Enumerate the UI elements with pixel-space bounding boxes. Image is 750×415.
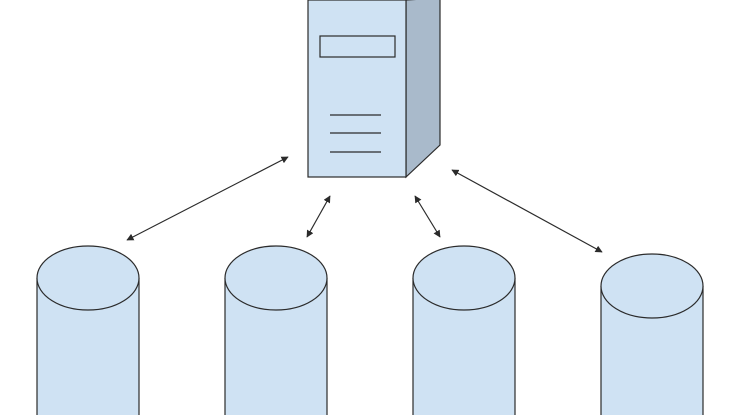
- database-icon: [36, 245, 140, 415]
- server-front-face: [307, 0, 407, 178]
- server-drive-bay: [319, 35, 396, 58]
- connection-arrow-2: [306, 195, 331, 238]
- connection-arrow-3: [414, 195, 441, 238]
- database-icon: [600, 253, 704, 415]
- server-tower-icon: [307, 0, 441, 179]
- connections: [126, 156, 603, 253]
- server-side-face: [405, 0, 441, 179]
- connection-arrow-4: [451, 169, 603, 253]
- database-icon: [224, 245, 328, 415]
- database-icon: [412, 245, 516, 415]
- connection-arrow-1: [126, 156, 289, 241]
